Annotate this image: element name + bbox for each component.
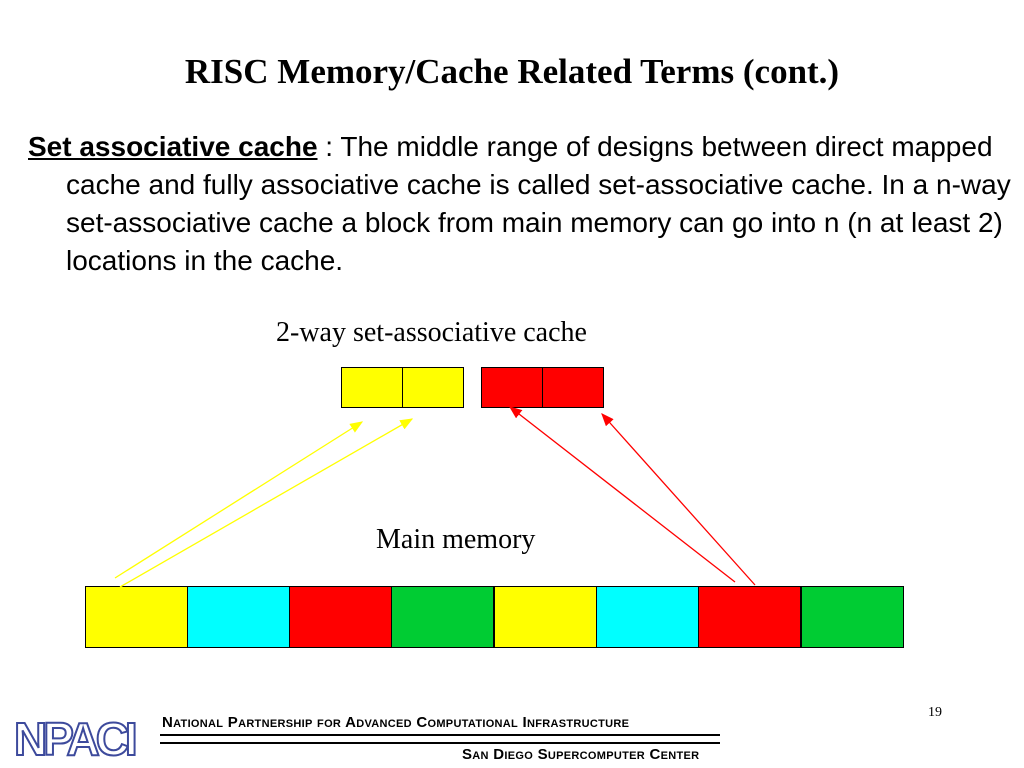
footer-sdsc: San Diego Supercomputer Center	[462, 746, 700, 763]
memory-block-5	[596, 586, 699, 648]
slide-title: RISC Memory/Cache Related Terms (cont.)	[184, 52, 840, 91]
arrow-block6-to-set1-way0	[508, 406, 736, 583]
definition-text: : The middle range of designs between di…	[66, 131, 1011, 276]
footer-partnership: National Partnership for Advanced Comput…	[162, 714, 630, 731]
memory-label: Main memory	[376, 524, 536, 555]
arrow-block0-to-set0-way0	[114, 421, 364, 579]
definition-paragraph: Set associative cache : The middle range…	[28, 128, 1024, 280]
memory-block-6	[698, 586, 801, 648]
memory-block-7	[801, 586, 904, 648]
cache-set-1-way-1	[542, 367, 604, 408]
memory-block-4	[494, 586, 597, 648]
arrow-block6-to-set1-way1	[601, 413, 756, 586]
arrow-block0-to-set0-way1	[119, 418, 414, 588]
footer-divider-2	[160, 742, 720, 744]
footer-divider-1	[160, 734, 720, 736]
npaci-logo: NPACI	[13, 712, 139, 766]
cache-label: 2-way set-associative cache	[276, 317, 587, 348]
cache-set-0-way-1	[402, 367, 464, 408]
memory-block-3	[391, 586, 494, 648]
memory-block-2	[289, 586, 392, 648]
memory-block-1	[187, 586, 290, 648]
page-number: 19	[928, 705, 942, 720]
term-set-associative-cache: Set associative cache	[28, 131, 318, 162]
